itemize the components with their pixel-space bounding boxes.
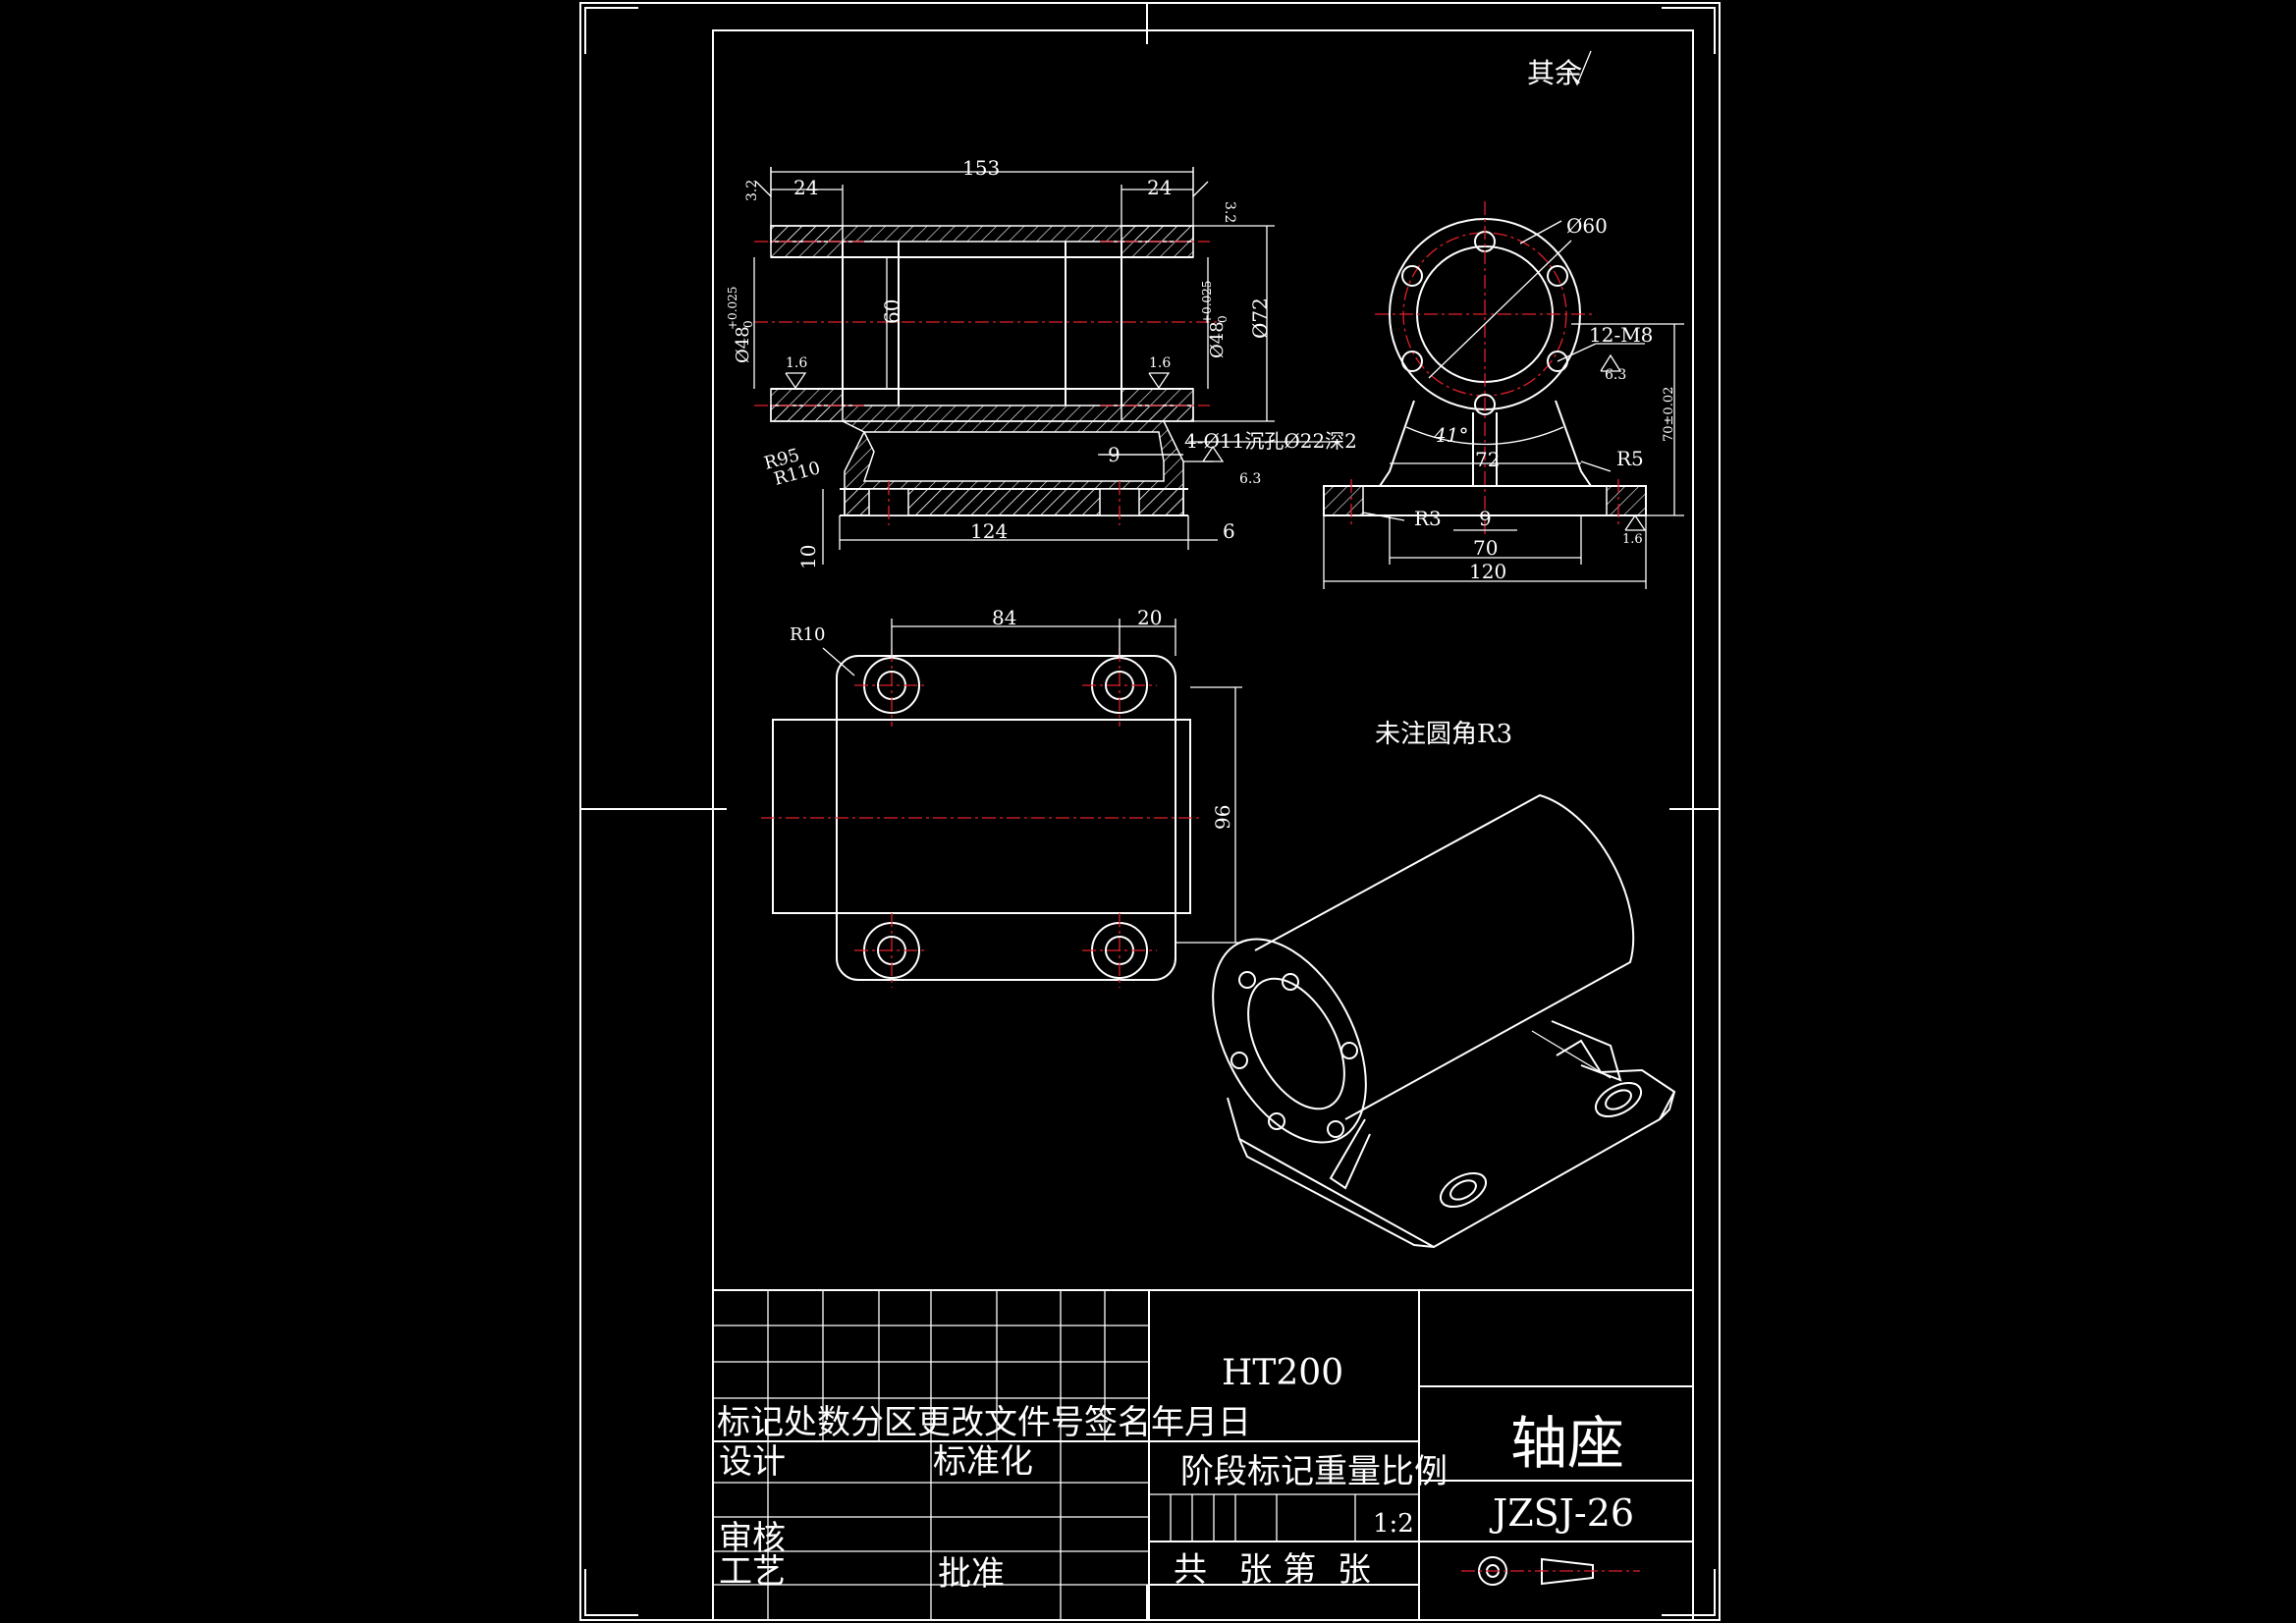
title-block (712, 1289, 1694, 1621)
dim-72-dia: Ø72 (1248, 298, 1272, 339)
dim-bore-right-tol: +0.025 (1200, 281, 1214, 324)
dim-r5: R5 (1616, 447, 1644, 470)
top-view (761, 619, 1242, 988)
dim-70: 70 (1473, 536, 1498, 560)
front-section-view (753, 167, 1340, 565)
dim-r3: R3 (1414, 507, 1442, 530)
roughness-1-6-left: 1.6 (786, 355, 807, 371)
dim-10: 10 (796, 545, 820, 569)
dim-bore-right: Ø48 (1207, 321, 1228, 358)
dim-pcd: Ø60 (1566, 214, 1608, 238)
dim-bore-left-low: 0 (741, 320, 755, 328)
roughness-3-2-right: 3.2 (1222, 201, 1237, 223)
sheet-count-label: 共 张 第 张 (1174, 1550, 1371, 1590)
review-label: 审核 (719, 1519, 786, 1558)
dim-bore-left: Ø48 (733, 326, 753, 363)
dim-24-right: 24 (1147, 176, 1172, 199)
approve-label: 批准 (938, 1554, 1005, 1594)
roughness-base: 1.6 (1622, 532, 1643, 547)
dim-84: 84 (992, 606, 1016, 629)
roughness-6-3: 6.3 (1239, 471, 1261, 487)
material-label: HT200 (1222, 1353, 1343, 1393)
dim-24-left: 24 (793, 176, 818, 199)
dim-124: 124 (970, 519, 1008, 543)
dim-thread: 12-M8 (1589, 323, 1653, 347)
dim-72-span: 72 (1475, 448, 1500, 471)
dim-60: 60 (880, 299, 903, 324)
roughness-thread: 6.3 (1605, 367, 1626, 383)
dim-bore-left-tol: +0.025 (726, 287, 739, 330)
stage-label: 阶段标记重量比例 (1180, 1452, 1448, 1491)
dim-r10: R10 (790, 624, 825, 645)
process-label: 工艺 (719, 1552, 786, 1592)
dim-6: 6 (1223, 519, 1235, 543)
dim-153: 153 (962, 156, 1000, 180)
dim-96: 96 (1211, 805, 1234, 830)
hole-spec: 4-Ø11沉孔Ø22深2 (1184, 429, 1357, 453)
fillet-note: 未注圆角R3 (1375, 720, 1512, 749)
side-view (1323, 201, 1684, 589)
dim-bore-right-low: 0 (1216, 315, 1230, 323)
standardize-label: 标准化 (933, 1442, 1033, 1482)
design-label: 设计 (719, 1442, 786, 1482)
dim-70-height: 70±0.02 (1662, 387, 1676, 442)
roughness-3-2-left: 3.2 (744, 180, 760, 201)
drawing-number: JZSJ-26 (1489, 1491, 1634, 1535)
roughness-symbol (1568, 50, 1592, 86)
dim-120: 120 (1469, 560, 1506, 583)
roughness-note: 其余 (1527, 57, 1582, 89)
dim-angle: 41° (1433, 423, 1468, 447)
dim-9-rib: 9 (1479, 507, 1492, 530)
dim-9-web: 9 (1108, 443, 1121, 466)
dim-20: 20 (1137, 606, 1162, 629)
scale-value: 1:2 (1373, 1509, 1414, 1539)
part-name: 轴座 (1510, 1410, 1624, 1477)
isometric-view (1212, 793, 1676, 1249)
header-row-label: 标记处数分区更改文件号签名年月日 (717, 1403, 1251, 1442)
roughness-1-6-right: 1.6 (1149, 355, 1171, 371)
